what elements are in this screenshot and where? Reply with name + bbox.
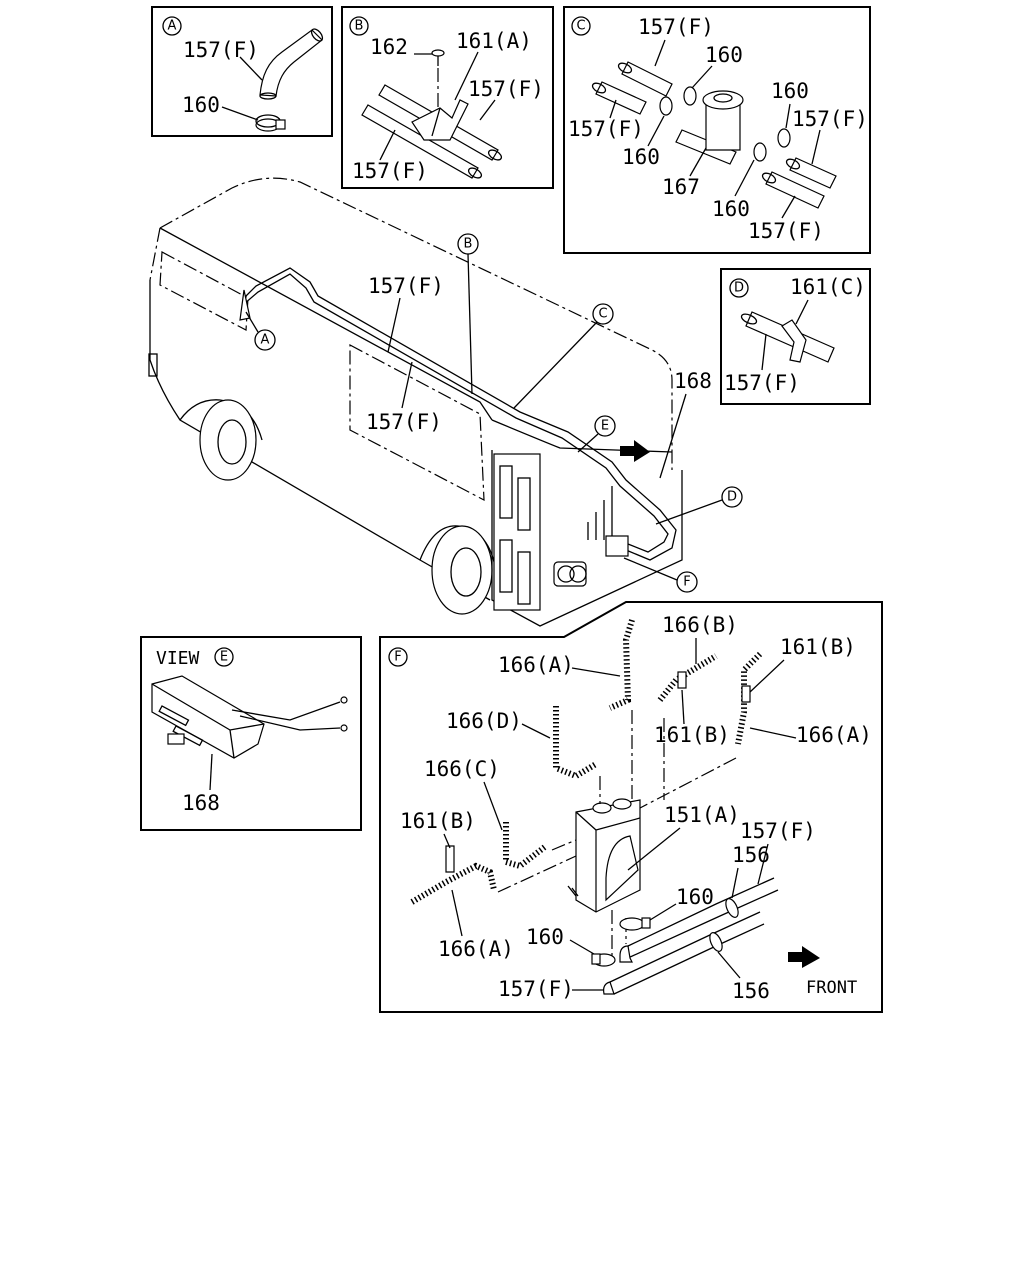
label-161b-1: 161(B) bbox=[780, 635, 856, 659]
label-157f-vehicle-upper: 157(F) bbox=[368, 274, 444, 298]
clamp-160-a bbox=[255, 114, 286, 132]
rear-door bbox=[493, 453, 541, 611]
label-166c: 166(C) bbox=[424, 757, 500, 781]
clamp-160-c2 bbox=[659, 96, 673, 116]
label-160-f1: 160 bbox=[676, 885, 714, 909]
label-161b-3: 161(B) bbox=[400, 809, 476, 833]
label-166a-1: 166(A) bbox=[498, 653, 574, 677]
label-160-c-right: 160 bbox=[771, 79, 809, 103]
hose-157f-b-lower bbox=[361, 104, 483, 179]
bracket-168 bbox=[151, 675, 348, 759]
label-151a: 151(A) bbox=[664, 803, 740, 827]
rear-wheel bbox=[431, 525, 493, 615]
callout-c: C bbox=[598, 307, 607, 322]
clip-161b-1 bbox=[677, 671, 687, 689]
vehicle-callouts: A B C D E F 157(F) 157(F) 168 bbox=[245, 233, 743, 593]
panel-a-marker: A bbox=[168, 19, 177, 34]
label-162: 162 bbox=[370, 35, 408, 59]
hose-157f-a bbox=[259, 29, 323, 97]
panel-c-marker: C bbox=[576, 19, 585, 34]
label-161b-2: 161(B) bbox=[654, 723, 730, 747]
detail-panel-c: C 157(F) 160 157(F) 160 160 157(F) 167 bbox=[563, 6, 871, 254]
clamp-160-c4 bbox=[753, 142, 767, 162]
panel-a-marker-circle bbox=[162, 16, 182, 36]
label-157f-b-upper: 157(F) bbox=[468, 77, 544, 101]
label-157f-a: 157(F) bbox=[183, 38, 259, 62]
label-160-c-top: 160 bbox=[705, 43, 743, 67]
detail-panel-f: F bbox=[379, 601, 883, 1013]
callout-b: B bbox=[464, 237, 473, 252]
hose-157f-c-left bbox=[595, 81, 647, 115]
label-160-c-bottom: 160 bbox=[712, 197, 750, 221]
label-157f-c-right: 157(F) bbox=[792, 107, 868, 131]
callout-d: D bbox=[727, 490, 737, 505]
grommet-156-upper bbox=[725, 898, 739, 918]
label-157f-b-lower: 157(F) bbox=[352, 159, 428, 183]
washer-tank-151a bbox=[567, 798, 641, 913]
detail-panel-b: B 162 161(A) 157(F) 157(F) bbox=[341, 6, 554, 189]
label-161c: 161(C) bbox=[790, 275, 866, 299]
detail-panel-view-e: VIEW E 168 bbox=[140, 636, 362, 831]
label-157f-c-top: 157(F) bbox=[638, 15, 714, 39]
clamp-160-f1 bbox=[619, 917, 645, 931]
detail-panel-d: D 161(C) 157(F) bbox=[720, 268, 871, 405]
vehicle-body bbox=[148, 177, 683, 627]
washer-tank-small bbox=[605, 535, 629, 557]
panel-f-marker: F bbox=[394, 650, 401, 665]
callout-f: F bbox=[683, 575, 690, 590]
label-157f-vehicle-lower: 157(F) bbox=[366, 410, 442, 434]
front-arrow-icon bbox=[620, 440, 650, 462]
label-166a-2: 166(A) bbox=[796, 723, 872, 747]
panel-e-marker: E bbox=[220, 650, 228, 665]
label-157f-d: 157(F) bbox=[724, 371, 800, 395]
label-160-f2: 160 bbox=[526, 925, 564, 949]
screw-162 bbox=[431, 49, 445, 110]
front-arrow-icon-f bbox=[788, 946, 820, 968]
panel-b-marker: B bbox=[355, 19, 364, 34]
hose-route-157f bbox=[243, 267, 677, 561]
front-label: FRONT bbox=[806, 978, 857, 998]
label-160-c-left: 160 bbox=[622, 145, 660, 169]
label-166d: 166(D) bbox=[446, 709, 522, 733]
clip-161c bbox=[781, 319, 807, 363]
label-166a-3: 166(A) bbox=[438, 937, 514, 961]
hose-157f-c-bottom bbox=[765, 171, 825, 209]
view-e-word: VIEW bbox=[156, 648, 200, 669]
front-wheel bbox=[199, 399, 257, 481]
nozzle-a bbox=[239, 289, 251, 321]
hose-166a-left bbox=[410, 862, 497, 905]
callout-a: A bbox=[261, 333, 270, 348]
label-157f-f-lower: 157(F) bbox=[498, 977, 574, 1001]
panel-d-marker: D bbox=[734, 281, 744, 296]
clamp-160-c3 bbox=[777, 128, 791, 148]
label-160-a: 160 bbox=[182, 93, 220, 117]
hose-166b bbox=[657, 653, 718, 702]
hose-166c bbox=[503, 822, 548, 870]
pipe-157f-upper bbox=[627, 877, 779, 959]
label-168-view-e: 168 bbox=[182, 791, 220, 815]
label-168-vehicle: 168 bbox=[674, 369, 712, 393]
hose-166a-top bbox=[608, 619, 635, 711]
callout-e: E bbox=[601, 419, 609, 434]
label-157f-c-bottom: 157(F) bbox=[748, 219, 824, 243]
grommet-156-lower bbox=[709, 932, 723, 952]
hose-166d bbox=[553, 706, 598, 780]
label-167: 167 bbox=[662, 175, 700, 199]
hose-157f-c-right bbox=[789, 157, 837, 189]
hose-157f-c-top bbox=[621, 61, 673, 97]
clip-161b-3 bbox=[445, 845, 455, 873]
clip-161a-b bbox=[411, 99, 469, 141]
label-161a: 161(A) bbox=[456, 29, 532, 53]
hose-166a-right bbox=[735, 651, 763, 745]
label-156-lower: 156 bbox=[732, 979, 770, 1003]
label-166b: 166(B) bbox=[662, 613, 738, 637]
clamp-160-c1 bbox=[683, 86, 697, 106]
label-156-upper: 156 bbox=[732, 843, 770, 867]
label-157f-c-left: 157(F) bbox=[568, 117, 644, 141]
detail-panel-a: A 157(F) 160 bbox=[151, 6, 333, 137]
clip-161b-2 bbox=[741, 685, 751, 703]
label-157f-f-upper: 157(F) bbox=[740, 819, 816, 843]
